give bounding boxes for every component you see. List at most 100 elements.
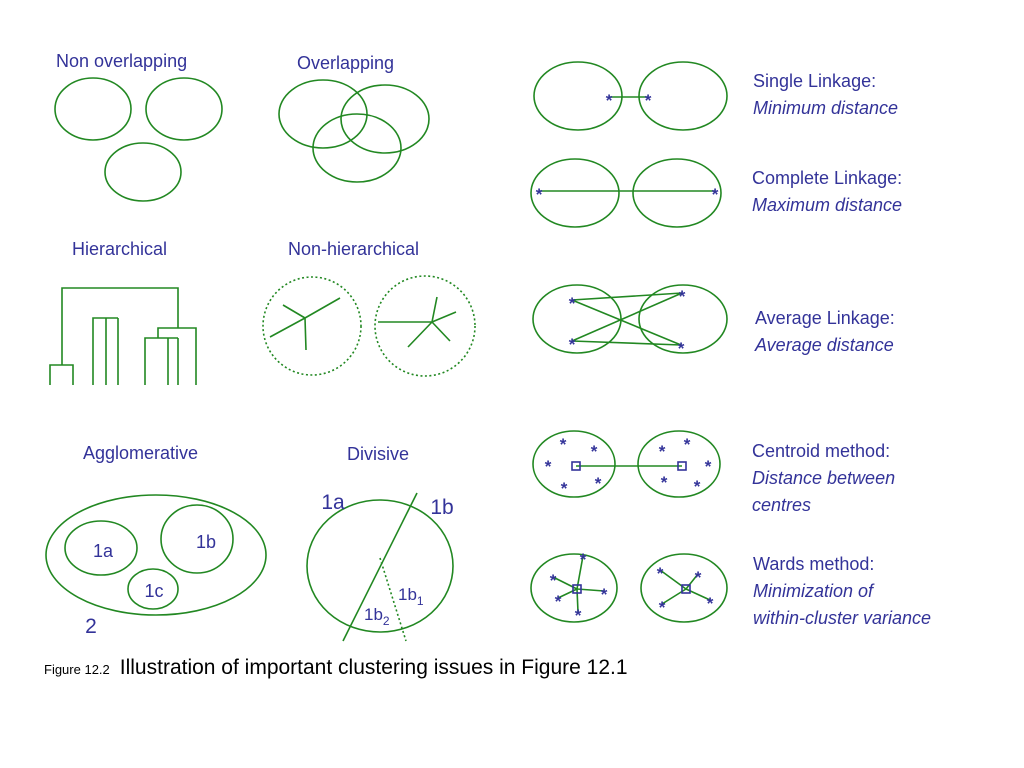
point-marker: * bbox=[694, 477, 701, 496]
cluster-ellipse bbox=[532, 430, 616, 498]
cluster-ellipse bbox=[104, 142, 182, 202]
label-1b1: 1b1 bbox=[398, 585, 424, 608]
point-marker: * bbox=[550, 571, 557, 590]
title-non-hierarchical: Non-hierarchical bbox=[288, 239, 420, 259]
point-marker: * bbox=[569, 335, 576, 354]
title-overlapping: Overlapping bbox=[297, 53, 395, 73]
method-description: Distance between bbox=[752, 468, 896, 488]
centroid-method-label: Centroid method: Distance between centre… bbox=[752, 438, 895, 519]
cluster-ellipse bbox=[637, 430, 721, 498]
point-marker: * bbox=[536, 185, 543, 204]
split-line-dotted bbox=[379, 557, 407, 642]
cluster-ellipse bbox=[340, 84, 430, 154]
point-marker: * bbox=[561, 479, 568, 498]
cluster-ellipse bbox=[54, 77, 132, 141]
average-linkage-label: Average Linkage: Average distance bbox=[755, 305, 895, 359]
title-agglomerative: Agglomerative bbox=[83, 443, 199, 463]
point-marker: * bbox=[545, 457, 552, 476]
label-1b2: 1b2 bbox=[364, 605, 390, 628]
method-name: Complete Linkage: bbox=[752, 168, 903, 188]
divisive-diagram: 1a 1b 1b1 1b2 bbox=[306, 491, 454, 642]
split-line bbox=[342, 492, 418, 642]
cluster-ellipse bbox=[145, 77, 223, 141]
label-1b: 1b bbox=[196, 532, 216, 552]
point-marker: * bbox=[679, 287, 686, 306]
centroid-marker bbox=[572, 584, 582, 594]
single-linkage-diagram: * * bbox=[533, 61, 728, 131]
dendrogram-link bbox=[144, 337, 178, 385]
complete-linkage-label: Complete Linkage: Maximum distance bbox=[752, 165, 902, 219]
point-marker: * bbox=[555, 592, 562, 611]
link-lines bbox=[571, 292, 683, 346]
point-marker: * bbox=[659, 442, 666, 461]
cluster-ellipse bbox=[533, 61, 623, 131]
centroid-marker bbox=[677, 461, 687, 471]
point-marker: * bbox=[569, 294, 576, 313]
cluster-ellipse bbox=[530, 553, 618, 623]
figure-label: Figure 12.2 bbox=[44, 662, 110, 677]
average-linkage-diagram: * * * * bbox=[532, 284, 728, 358]
cluster-1c-ellipse bbox=[127, 568, 179, 610]
point-marker: * bbox=[591, 442, 598, 461]
wards-method-diagram: * * * * * * * * * bbox=[530, 550, 728, 625]
spanning-tree bbox=[269, 297, 341, 351]
point-marker: * bbox=[661, 473, 668, 492]
cluster-ellipse bbox=[530, 158, 620, 228]
method-name: Centroid method: bbox=[752, 441, 891, 461]
figure-caption: Figure 12.2 Illustration of important clu… bbox=[44, 656, 628, 680]
point-marker: * bbox=[695, 568, 702, 587]
cluster-circle bbox=[306, 499, 454, 633]
overlapping-diagram bbox=[278, 79, 430, 183]
dendrogram-link bbox=[157, 327, 197, 385]
point-marker: * bbox=[645, 91, 652, 110]
cluster-circle bbox=[374, 275, 476, 377]
cluster-ellipse bbox=[632, 158, 722, 228]
complete-linkage-diagram: * * bbox=[530, 158, 722, 228]
method-description: Maximum distance bbox=[752, 195, 903, 215]
cluster-circle bbox=[262, 276, 362, 376]
spanning-tree bbox=[378, 296, 457, 348]
label-2: 2 bbox=[85, 615, 97, 638]
centroid-marker bbox=[571, 461, 581, 471]
method-description: Average distance bbox=[755, 335, 894, 355]
point-marker: * bbox=[707, 594, 714, 613]
point-marker: * bbox=[560, 435, 567, 454]
method-description: within-cluster variance bbox=[753, 608, 932, 628]
label-1a: 1a bbox=[321, 491, 345, 514]
cluster-ellipse bbox=[638, 284, 728, 354]
point-marker: * bbox=[606, 91, 613, 110]
centroid-method-diagram: * * * * * * * * * * bbox=[532, 430, 721, 498]
cluster-ellipse bbox=[638, 61, 728, 131]
dendrogram-link bbox=[92, 317, 118, 385]
non-hierarchical-diagram bbox=[262, 275, 476, 377]
label-1c: 1c bbox=[144, 581, 163, 601]
label-1a: 1a bbox=[93, 541, 114, 561]
deviation-lines bbox=[552, 555, 605, 613]
point-marker: * bbox=[595, 474, 602, 493]
method-description: centres bbox=[752, 495, 812, 515]
label-1b: 1b bbox=[430, 496, 453, 519]
wards-method-label: Wards method: Minimization of within-clu… bbox=[753, 551, 931, 632]
point-marker: * bbox=[678, 339, 685, 358]
cluster-2-ellipse bbox=[45, 494, 267, 616]
point-marker: * bbox=[705, 457, 712, 476]
centroid-marker bbox=[681, 584, 691, 594]
title-divisive: Divisive bbox=[347, 444, 410, 464]
method-description: Minimum distance bbox=[753, 98, 899, 118]
point-marker: * bbox=[712, 185, 719, 204]
title-hierarchical: Hierarchical bbox=[72, 239, 168, 259]
title-non-overlapping: Non overlapping bbox=[56, 51, 188, 71]
point-marker: * bbox=[657, 564, 664, 583]
method-description: Minimization of bbox=[753, 581, 874, 601]
cluster-ellipse bbox=[640, 553, 728, 623]
point-marker: * bbox=[575, 606, 582, 625]
single-linkage-label: Single Linkage: Minimum distance bbox=[753, 68, 898, 122]
non-overlapping-diagram bbox=[54, 77, 223, 202]
point-marker: * bbox=[580, 550, 587, 569]
method-name: Wards method: bbox=[753, 554, 875, 574]
dendrogram-link bbox=[61, 287, 179, 365]
point-marker: * bbox=[601, 585, 608, 604]
caption-text: Illustration of important clustering iss… bbox=[119, 656, 628, 679]
cluster-1b-ellipse bbox=[160, 504, 234, 574]
